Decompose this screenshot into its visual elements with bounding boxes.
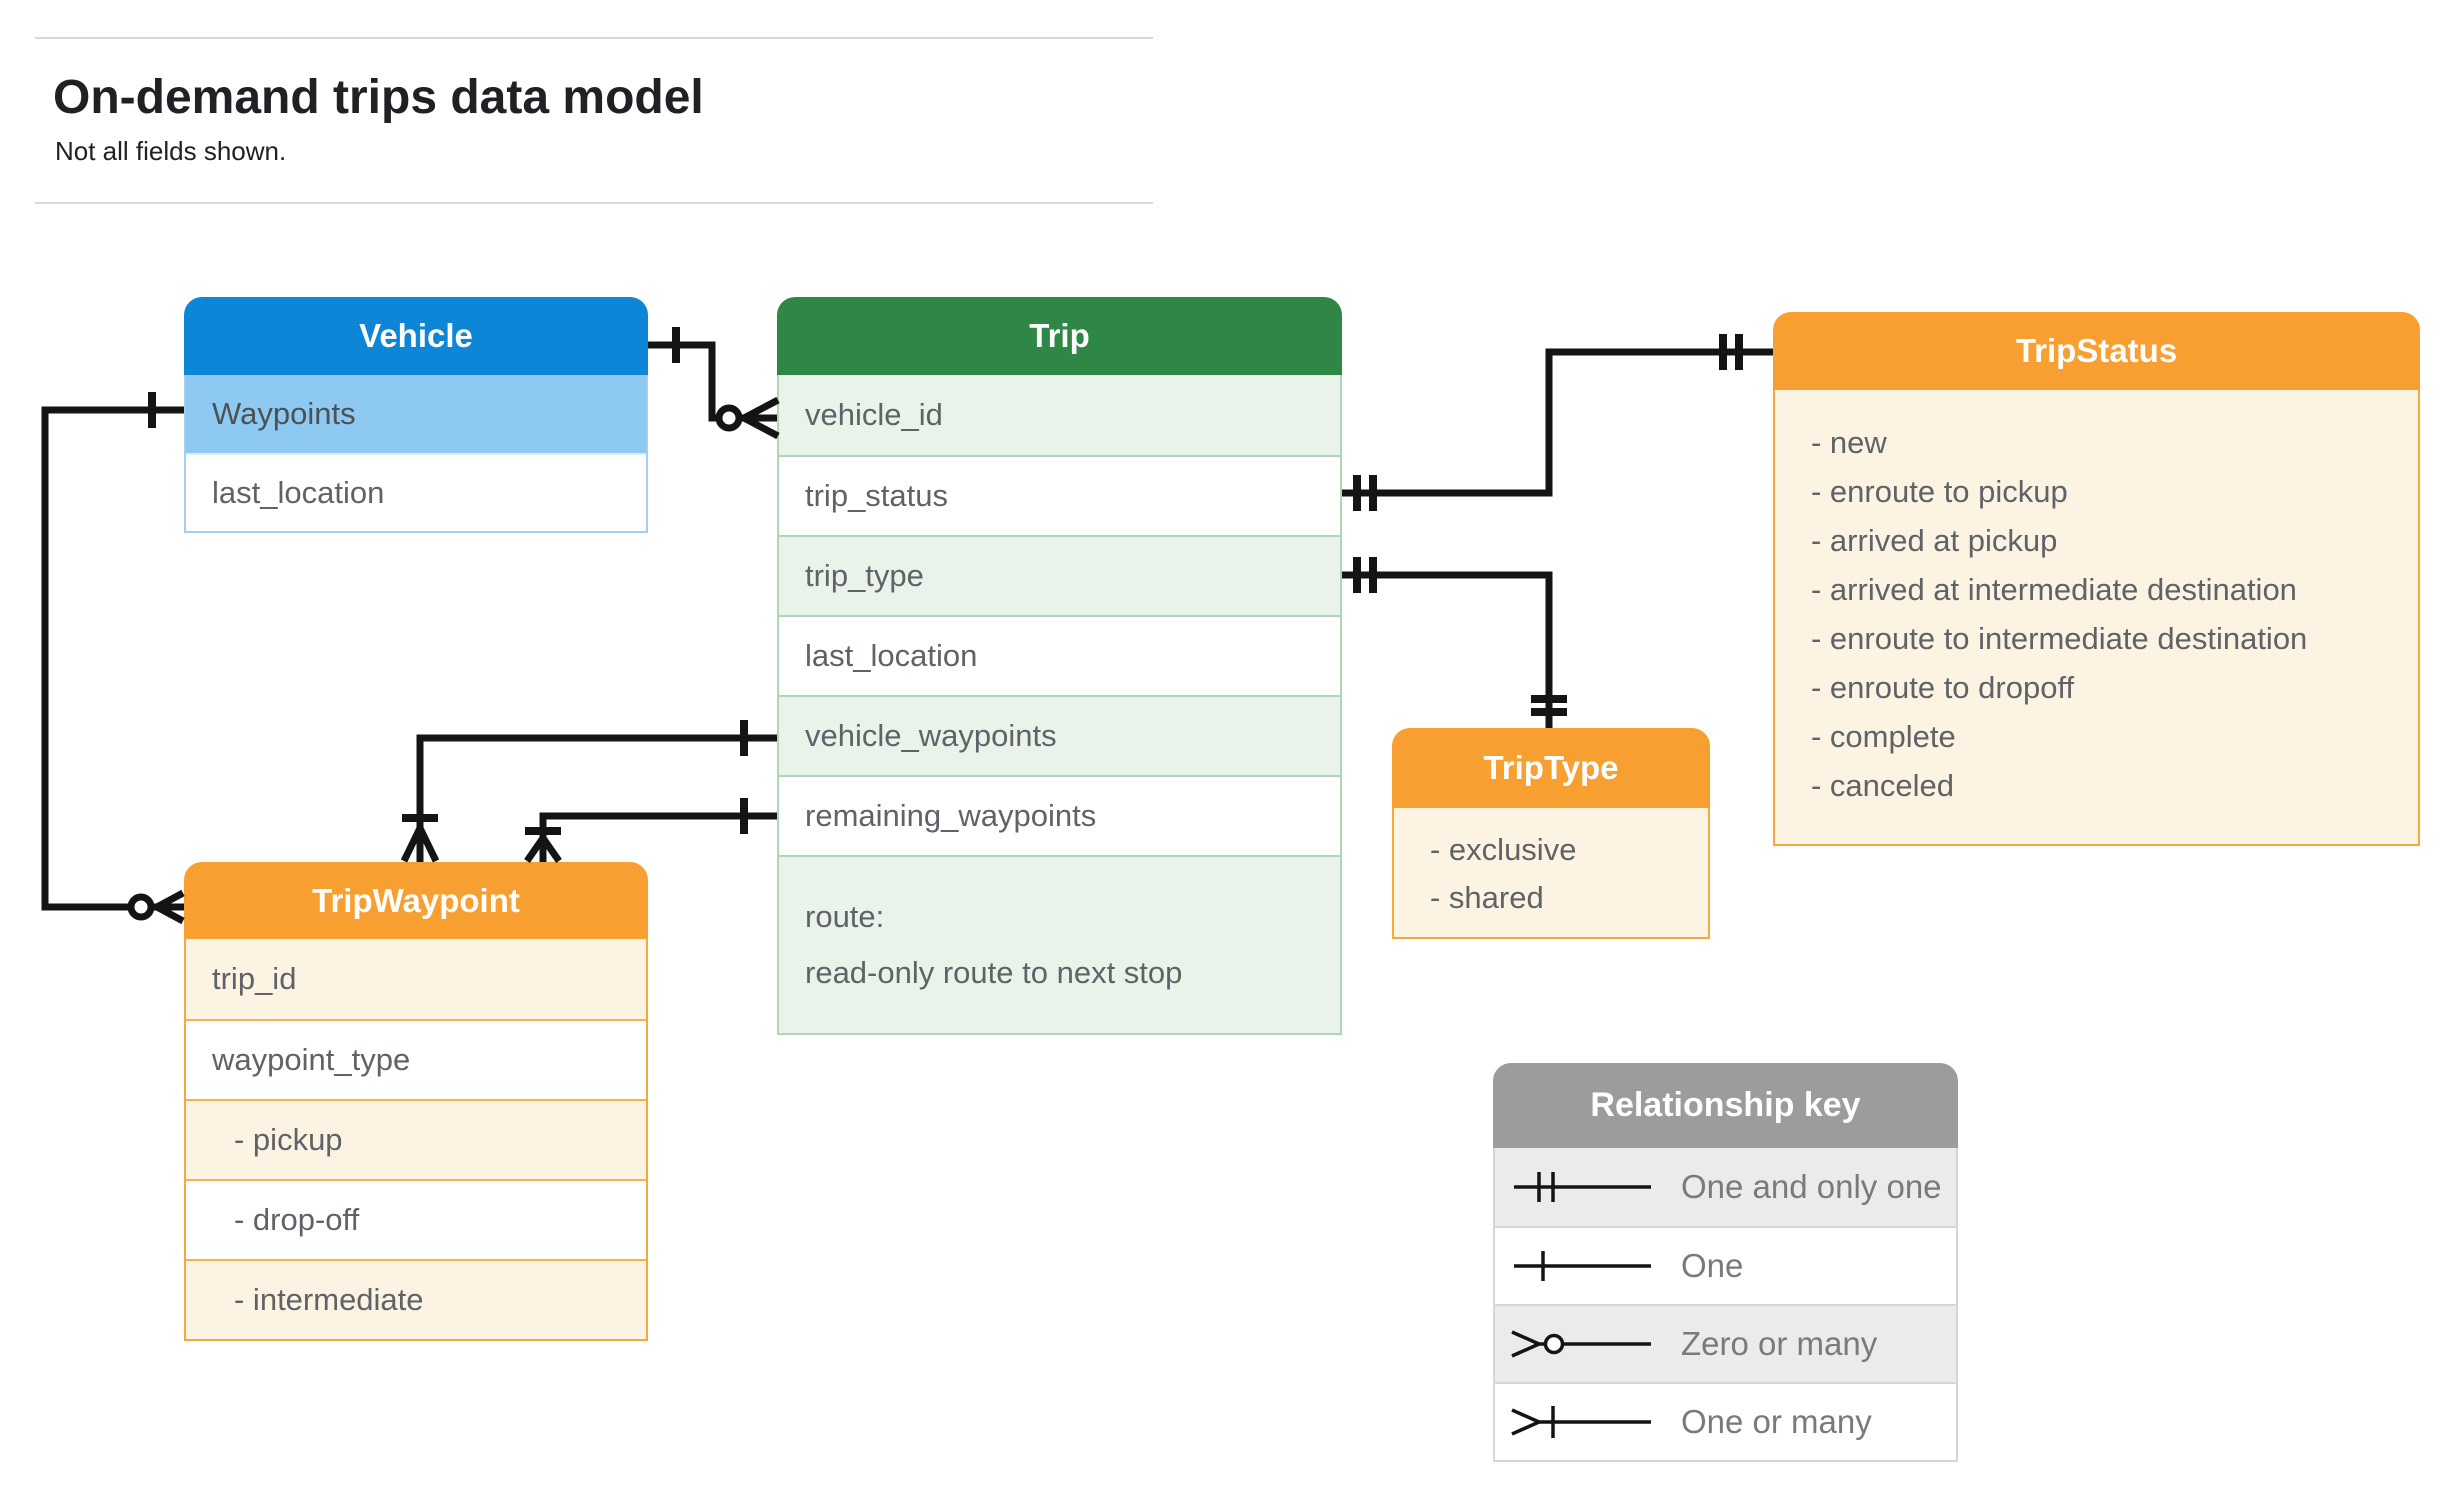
- trip-status-value: - enroute to dropoff: [1811, 670, 2075, 705]
- trip-status-value: - arrived at intermediate destination: [1811, 572, 2297, 607]
- trip-status-value: - new: [1811, 425, 1887, 460]
- crow-foot: [742, 396, 780, 422]
- trip-status-value: - enroute to intermediate destination: [1811, 621, 2308, 656]
- field-vehicle-waypoints: Waypoints: [186, 375, 646, 453]
- zero-circle: [127, 893, 155, 921]
- legend-row-one: One: [1495, 1226, 1956, 1304]
- crow-foot: [742, 414, 780, 440]
- field-trip-last-location: last_location: [779, 615, 1340, 695]
- crow-foot: [524, 836, 546, 863]
- legend-row-one-or-many: One or many: [1495, 1382, 1956, 1460]
- field-trip-vehicle-waypoints: vehicle_waypoints: [779, 695, 1340, 775]
- trip-type-value: - exclusive: [1430, 832, 1577, 867]
- trip-status-value: - canceled: [1811, 768, 1955, 803]
- connector-trip-triptype: [1342, 557, 1567, 728]
- connector-vehicle-tripwaypoint: [41, 392, 185, 925]
- waypoint-type-pickup: - pickup: [186, 1099, 646, 1179]
- entity-trip-status-header: TripStatus: [1773, 312, 2420, 390]
- title-bottom-divider: [35, 202, 1153, 204]
- page-subtitle: Not all fields shown.: [55, 136, 287, 166]
- top-divider: [35, 37, 1153, 39]
- field-waypoint-type: waypoint_type: [186, 1019, 646, 1099]
- zero-circle: [715, 404, 743, 432]
- entity-trip: Trip vehicle_id trip_status trip_type la…: [777, 297, 1342, 1035]
- one-icon: [1514, 1251, 1651, 1281]
- entity-trip-waypoint-header: TripWaypoint: [184, 862, 648, 939]
- field-trip-route: route: read-only route to next stop: [779, 855, 1340, 1033]
- entity-trip-type: TripType - exclusive - shared: [1392, 728, 1710, 939]
- field-trip-type: trip_type: [779, 535, 1340, 615]
- trip-status-value: - arrived at pickup: [1811, 523, 2058, 558]
- connector-trip-vehicle-waypoints: [400, 720, 777, 863]
- field-trip-route-label: route:: [805, 899, 885, 934]
- legend-label: Zero or many: [1681, 1325, 1878, 1362]
- field-trip-route-desc: read-only route to next stop: [805, 955, 1183, 990]
- entity-trip-waypoint: TripWaypoint trip_id waypoint_type - pic…: [184, 862, 648, 1341]
- connector-trip-remaining-waypoints: [524, 798, 777, 863]
- legend-label: One: [1681, 1247, 1744, 1284]
- zero-or-many-icon: [1511, 1330, 1651, 1358]
- entity-trip-type-header: TripType: [1392, 728, 1710, 808]
- trip-status-value: - complete: [1811, 719, 1956, 754]
- relationship-key-header: Relationship key: [1493, 1063, 1958, 1148]
- connector-trip-tripstatus: [1342, 334, 1773, 511]
- crow-foot: [155, 903, 185, 925]
- crow-foot: [416, 826, 440, 863]
- one-and-only-one-icon: [1514, 1172, 1651, 1202]
- field-trip-vehicle-id: vehicle_id: [779, 375, 1340, 455]
- legend-row-zero-or-many: Zero or many: [1495, 1304, 1956, 1382]
- field-vehicle-last-location: last_location: [186, 453, 646, 531]
- field-trip-remaining-waypoints: remaining_waypoints: [779, 775, 1340, 855]
- trip-type-value: - shared: [1430, 880, 1544, 915]
- waypoint-type-dropoff: - drop-off: [186, 1179, 646, 1259]
- entity-vehicle: Vehicle Waypoints last_location: [184, 297, 648, 533]
- entity-trip-status: TripStatus - new - enroute to pickup - a…: [1773, 312, 2420, 846]
- field-waypoint-trip-id: trip_id: [186, 939, 646, 1019]
- connector-vehicle-trip: [648, 327, 780, 440]
- crow-foot: [400, 826, 424, 863]
- legend-label: One and only one: [1681, 1168, 1942, 1205]
- entity-vehicle-header: Vehicle: [184, 297, 648, 375]
- entity-trip-header: Trip: [777, 297, 1342, 375]
- page-title: On-demand trips data model: [53, 71, 704, 124]
- crow-foot: [540, 836, 562, 863]
- trip-status-value: - enroute to pickup: [1811, 474, 2068, 509]
- field-trip-status: trip_status: [779, 455, 1340, 535]
- legend-row-one-and-only-one: One and only one: [1495, 1148, 1956, 1226]
- one-or-many-icon: [1511, 1406, 1651, 1438]
- crow-foot: [155, 889, 185, 911]
- waypoint-type-intermediate: - intermediate: [186, 1259, 646, 1339]
- legend-label: One or many: [1681, 1403, 1872, 1440]
- relationship-key: Relationship key One and only one One: [1493, 1063, 1958, 1462]
